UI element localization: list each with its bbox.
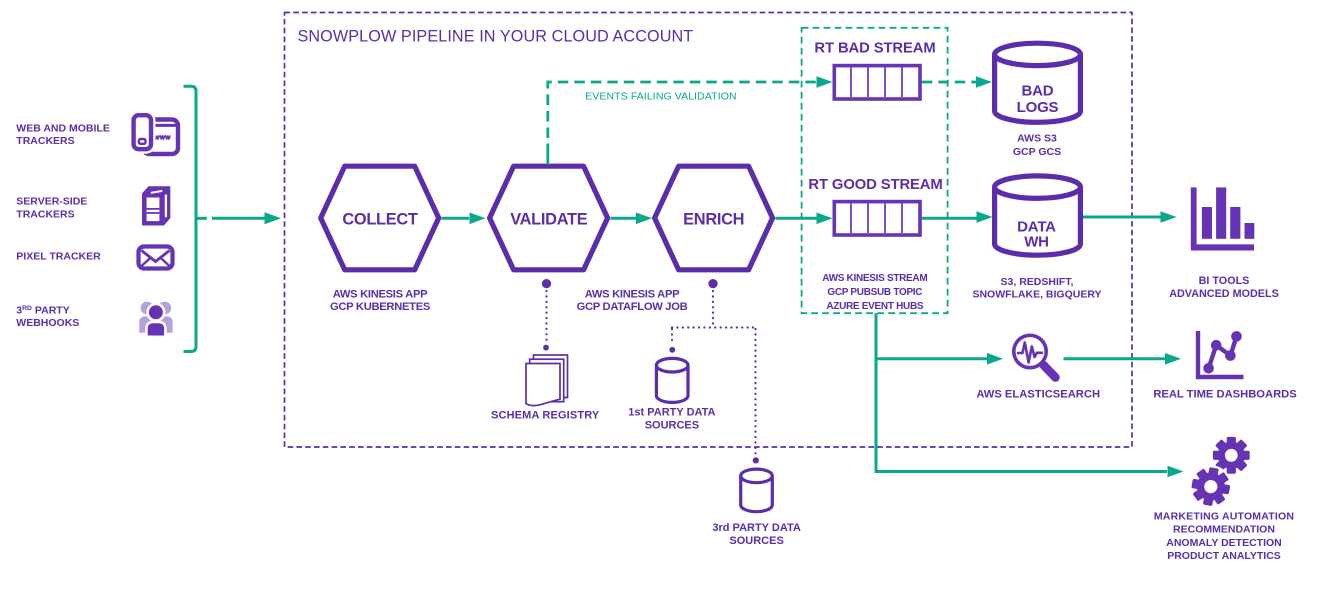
svg-text:ANOMALY DETECTION: ANOMALY DETECTION bbox=[1166, 537, 1282, 549]
svg-text:WEBHOOKS: WEBHOOKS bbox=[16, 317, 79, 329]
svg-text:WH: WH bbox=[1024, 233, 1049, 250]
svg-text:COLLECT: COLLECT bbox=[342, 211, 418, 229]
svg-text:SNOWPLOW PIPELINE IN YOUR CLOU: SNOWPLOW PIPELINE IN YOUR CLOUD ACCOUNT bbox=[298, 28, 694, 46]
svg-text:GCP PUBSUB TOPIC: GCP PUBSUB TOPIC bbox=[827, 287, 922, 298]
svg-text:RT BAD STREAM: RT BAD STREAM bbox=[814, 41, 935, 57]
svg-text:AZURE EVENT HUBS: AZURE EVENT HUBS bbox=[826, 301, 924, 312]
svg-text:GCP KUBERNETES: GCP KUBERNETES bbox=[330, 301, 431, 313]
svg-text:PIXEL TRACKER: PIXEL TRACKER bbox=[16, 251, 101, 263]
svg-text:DATA: DATA bbox=[1017, 219, 1056, 236]
svg-text:ADVANCED MODELS: ADVANCED MODELS bbox=[1169, 288, 1279, 300]
svg-text:SOURCES: SOURCES bbox=[729, 535, 783, 547]
svg-text:REAL TIME DASHBOARDS: REAL TIME DASHBOARDS bbox=[1153, 389, 1297, 401]
svg-text:ENRICH: ENRICH bbox=[683, 211, 744, 229]
svg-text:VALIDATE: VALIDATE bbox=[510, 211, 587, 229]
svg-text:AWS KINESIS STREAM: AWS KINESIS STREAM bbox=[822, 273, 927, 284]
svg-text:RECOMMENDATION: RECOMMENDATION bbox=[1173, 524, 1275, 536]
svg-text:3RD PARTY: 3RD PARTY bbox=[16, 304, 69, 316]
svg-text:PRODUCT ANALYTICS: PRODUCT ANALYTICS bbox=[1167, 550, 1281, 562]
svg-text:SNOWFLAKE, BIGQUERY: SNOWFLAKE, BIGQUERY bbox=[972, 289, 1101, 301]
svg-text:LOGS: LOGS bbox=[1017, 99, 1059, 116]
svg-text:AWS S3: AWS S3 bbox=[1017, 133, 1057, 145]
svg-text:BI TOOLS: BI TOOLS bbox=[1199, 275, 1250, 287]
svg-text:SCHEMA REGISTRY: SCHEMA REGISTRY bbox=[491, 410, 600, 422]
svg-text:TRACKERS: TRACKERS bbox=[16, 135, 74, 147]
svg-text:GCP GCS: GCP GCS bbox=[1013, 146, 1061, 158]
svg-text:BAD: BAD bbox=[1022, 82, 1054, 99]
svg-text:AWS KINESIS APP: AWS KINESIS APP bbox=[333, 288, 428, 300]
svg-text:3rd PARTY DATA: 3rd PARTY DATA bbox=[712, 522, 800, 534]
svg-text:MARKETING AUTOMATION: MARKETING AUTOMATION bbox=[1154, 511, 1294, 523]
svg-text:SOURCES: SOURCES bbox=[645, 419, 699, 431]
svg-text:S3, REDSHIFT,: S3, REDSHIFT, bbox=[1001, 276, 1074, 288]
svg-text:1st PARTY DATA: 1st PARTY DATA bbox=[628, 407, 715, 419]
svg-text:RT GOOD STREAM: RT GOOD STREAM bbox=[808, 177, 942, 193]
svg-text:TRACKERS: TRACKERS bbox=[16, 208, 74, 220]
svg-text:SERVER-SIDE: SERVER-SIDE bbox=[16, 196, 87, 208]
svg-text:AWS ELASTICSEARCH: AWS ELASTICSEARCH bbox=[976, 389, 1100, 401]
svg-text:WEB AND MOBILE: WEB AND MOBILE bbox=[16, 122, 110, 134]
svg-text:EVENTS FAILING VALIDATION: EVENTS FAILING VALIDATION bbox=[585, 90, 736, 102]
svg-text:AWS KINESIS APP: AWS KINESIS APP bbox=[585, 288, 680, 300]
svg-text:GCP DATAFLOW JOB: GCP DATAFLOW JOB bbox=[577, 301, 688, 313]
